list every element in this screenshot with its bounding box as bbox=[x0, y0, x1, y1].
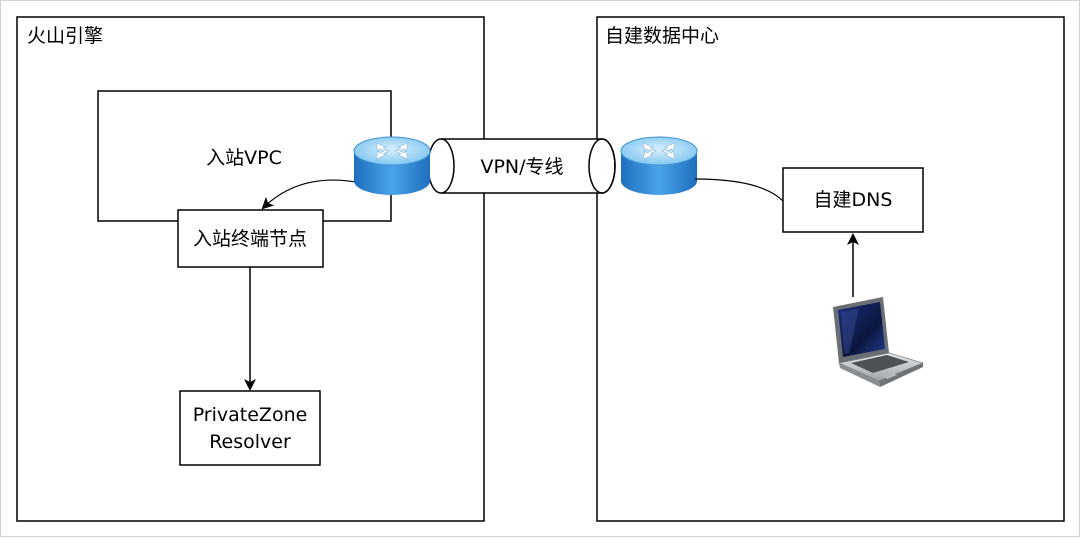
vpn-tunnel[interactable]: VPN/专线 bbox=[427, 138, 616, 194]
link-router-to-dns bbox=[694, 178, 784, 202]
region-volcengine-title: 火山引擎 bbox=[27, 25, 103, 47]
privatezone-resolver-line1: PrivateZone bbox=[193, 404, 308, 426]
inbound-endpoint-box[interactable]: 入站终端节点 bbox=[177, 209, 324, 268]
laptop-icon bbox=[833, 297, 925, 387]
arrow-router-to-endpoint bbox=[261, 179, 362, 210]
inbound-vpc-box[interactable]: 入站VPC bbox=[97, 90, 392, 222]
self-dns-box[interactable]: 自建DNS bbox=[782, 167, 924, 233]
privatezone-resolver-line2: Resolver bbox=[209, 431, 291, 453]
region-datacenter: 自建数据中心 bbox=[596, 16, 1065, 522]
region-volcengine: 火山引擎 bbox=[16, 16, 485, 522]
inbound-endpoint-label: 入站终端节点 bbox=[193, 228, 307, 250]
router-icon bbox=[353, 136, 431, 196]
self-dns-label: 自建DNS bbox=[814, 189, 893, 211]
router-icon bbox=[620, 136, 698, 196]
vpn-tunnel-label: VPN/专线 bbox=[480, 156, 563, 178]
privatezone-resolver-box[interactable]: PrivateZone Resolver bbox=[179, 390, 321, 466]
region-datacenter-title: 自建数据中心 bbox=[605, 25, 719, 47]
inbound-vpc-label: 入站VPC bbox=[206, 147, 282, 169]
